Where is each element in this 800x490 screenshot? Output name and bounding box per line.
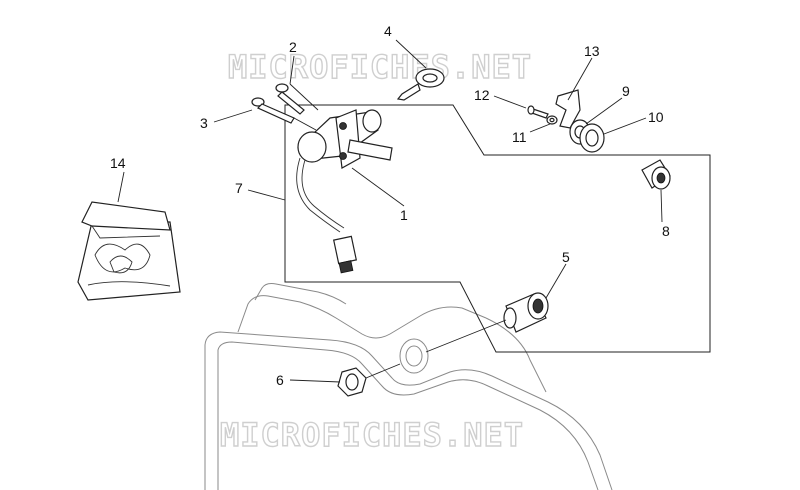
callout-10: 10 (648, 109, 664, 125)
callout-13: 13 (584, 43, 600, 59)
part-6-nut (337, 367, 367, 397)
part-4-key (396, 68, 445, 101)
part-14-kit-bag (77, 201, 181, 301)
callout-2: 2 (289, 39, 297, 55)
part-5-seat-lock (503, 292, 549, 333)
callout-9: 9 (622, 83, 630, 99)
part-11-washer (546, 115, 558, 125)
part-1-ignition-switch (296, 109, 393, 233)
callout-8: 8 (662, 223, 670, 239)
callout-4: 4 (384, 23, 392, 39)
callout-11: 11 (512, 129, 527, 145)
callout-14: 14 (110, 155, 126, 171)
callout-12: 12 (474, 87, 490, 103)
callout-6: 6 (276, 372, 284, 388)
part-13-bracket (555, 89, 581, 129)
callout-5: 5 (562, 249, 570, 265)
part-10-nut (579, 123, 605, 153)
leader-lines (117, 39, 663, 383)
watermark-bottom: MICROFICHES.NET (220, 416, 524, 454)
body-panel-outline (204, 283, 613, 490)
part-2-screw (275, 83, 305, 115)
watermark-top: MICROFICHES.NET (228, 48, 532, 86)
callout-7: 7 (235, 180, 243, 196)
part-1-connector (332, 235, 358, 274)
assembly-frame (284, 104, 711, 353)
part-3-screw (251, 97, 295, 124)
part-8-lock-cylinder (641, 159, 671, 190)
callout-3: 3 (200, 115, 208, 131)
callout-1: 1 (400, 207, 408, 223)
part-12-screw (527, 105, 549, 119)
